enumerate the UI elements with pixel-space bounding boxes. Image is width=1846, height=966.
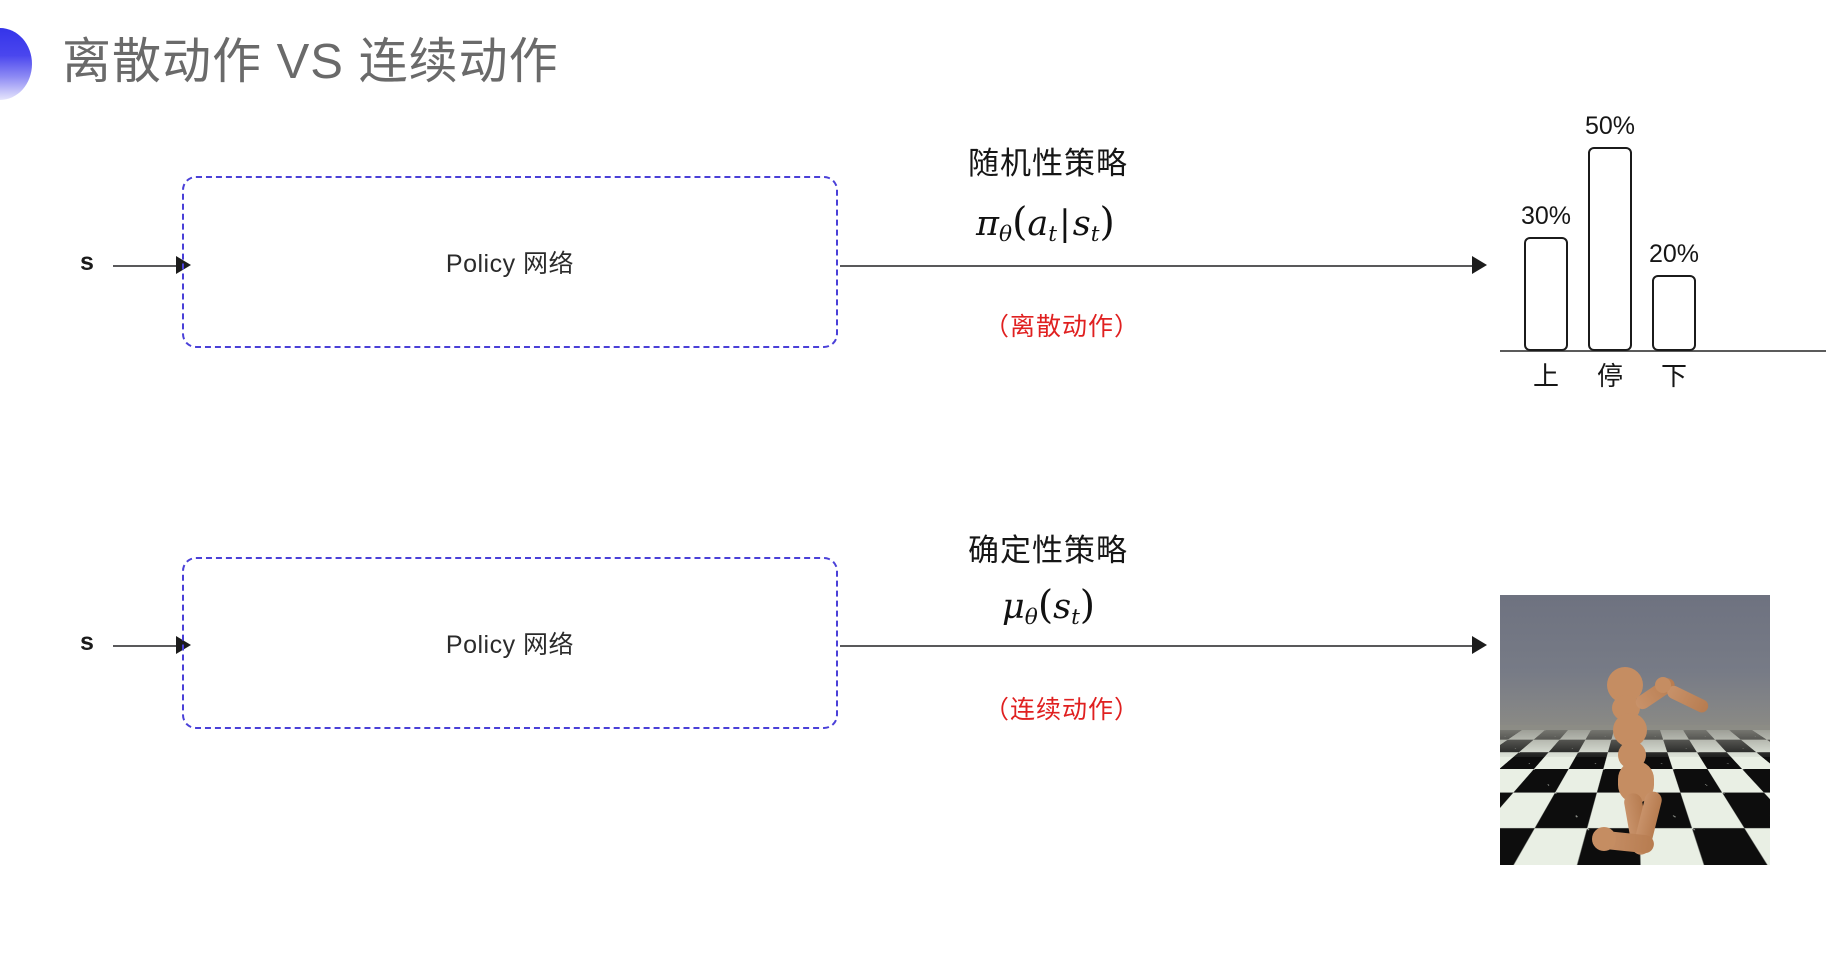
formula-arg-state: s xyxy=(1072,204,1091,244)
policy-network-label-discrete: Policy 网络 xyxy=(445,250,575,278)
policy-kind-deterministic: 确定性策略 xyxy=(968,533,1128,568)
chart-baseline-axis xyxy=(1500,350,1826,352)
formula-sub-theta-2: θ xyxy=(1024,605,1038,631)
bar-rect-0 xyxy=(1524,237,1568,351)
formula-close-paren-2: ) xyxy=(1079,583,1096,628)
policy-kind-stochastic: 随机性策略 xyxy=(968,146,1128,181)
policy-formula-stochastic: πθ(at|st) xyxy=(976,200,1115,247)
page-title: 离散动作 VS 连续动作 xyxy=(62,35,559,89)
discrete-action-bar-chart: 30% 上 50% 停 20% 下 xyxy=(1500,96,1830,396)
bar-category-1: 停 xyxy=(1596,361,1623,391)
policy-network-label-continuous: Policy 网络 xyxy=(445,631,575,659)
action-type-note-discrete: （离散动作） xyxy=(984,313,1141,341)
formula-open-paren: ( xyxy=(1012,200,1028,245)
bar-rect-1 xyxy=(1588,147,1632,351)
policy-network-box-continuous[interactable]: Policy 网络 xyxy=(182,557,838,729)
bar-value-0: 30% xyxy=(1520,202,1572,230)
bar-category-2: 下 xyxy=(1660,361,1687,391)
formula-sub-theta: θ xyxy=(999,222,1013,248)
output-arrow-line-continuous xyxy=(840,645,1480,647)
bar-rect-2 xyxy=(1652,275,1696,351)
policy-network-box-discrete[interactable]: Policy 网络 xyxy=(182,176,838,348)
formula-arg-state-sub-2: t xyxy=(1071,605,1080,631)
formula-arg-action: a xyxy=(1027,204,1049,244)
formula-fn-pi: π xyxy=(976,204,1000,244)
formula-arg-state-sub: t xyxy=(1090,222,1100,248)
half-circle-gradient-icon xyxy=(0,28,32,100)
formula-fn-mu: μ xyxy=(1002,587,1025,627)
input-state-label-continuous: s xyxy=(80,628,94,656)
humanoid-hand xyxy=(1655,677,1671,693)
bar-value-1: 50% xyxy=(1584,112,1636,140)
bar-value-2: 20% xyxy=(1648,240,1700,268)
formula-open-paren-2: ( xyxy=(1037,583,1054,628)
formula-arg-state-2: s xyxy=(1053,587,1072,627)
humanoid-simulation-image xyxy=(1500,595,1770,865)
output-arrow-line-discrete xyxy=(840,265,1480,267)
formula-conditional-bar: | xyxy=(1058,204,1071,244)
output-arrow-head-discrete xyxy=(1472,256,1487,274)
policy-formula-deterministic: μθ(st) xyxy=(1002,583,1095,630)
input-arrow-line-discrete xyxy=(113,265,181,267)
slide-title-bar: 离散动作 VS 连续动作 xyxy=(0,18,1846,104)
formula-arg-action-sub: t xyxy=(1048,222,1057,248)
formula-close-paren: ) xyxy=(1099,200,1115,245)
output-arrow-head-continuous xyxy=(1472,636,1487,654)
action-type-note-continuous: （连续动作） xyxy=(984,696,1141,724)
bar-category-0: 上 xyxy=(1532,361,1559,391)
input-state-label-discrete: s xyxy=(80,248,94,276)
humanoid-knee xyxy=(1592,827,1616,851)
input-arrow-line-continuous xyxy=(113,645,181,647)
